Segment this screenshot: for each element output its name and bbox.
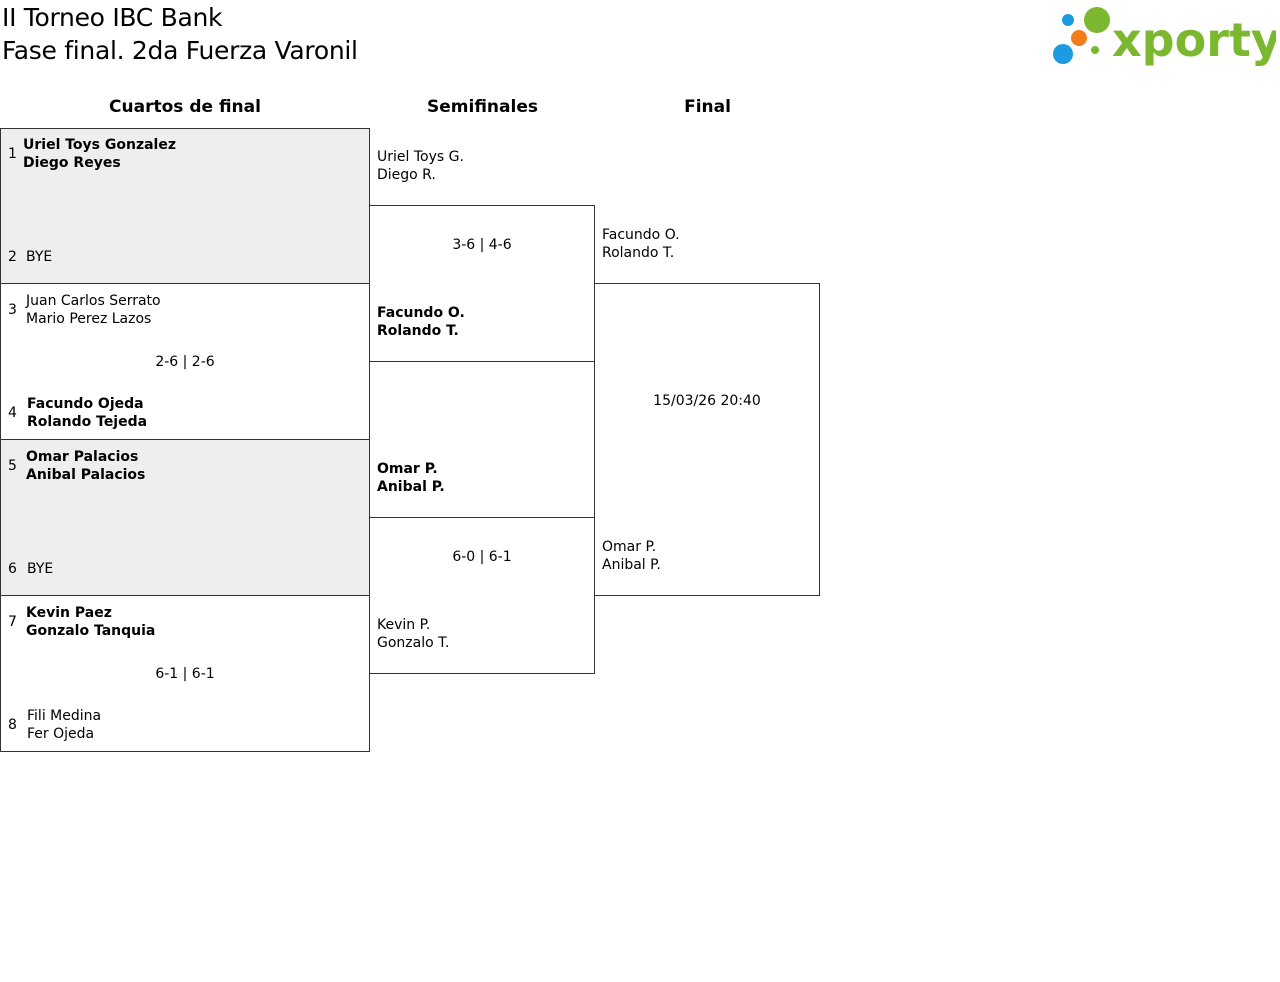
logo-dot-orange [1071, 30, 1087, 46]
tournament-title: II Torneo IBC Bank [2, 3, 223, 32]
player-name: Diego Reyes [23, 155, 121, 171]
seed-number: 6 [8, 561, 17, 577]
team-entry[interactable]: Uriel Toys Gonzalez Diego Reyes [23, 136, 176, 172]
player-name: Fili Medina [27, 708, 102, 724]
seed-number: 7 [8, 614, 17, 630]
player-name: Facundo Ojeda [27, 396, 144, 412]
player-name: Facundo O. [377, 305, 465, 321]
team-entry[interactable]: Kevin P. Gonzalo T. [377, 616, 449, 652]
team-entry[interactable]: BYE [26, 248, 52, 266]
team-entry-winner[interactable]: Facundo O. Rolando T. [377, 304, 465, 340]
player-name: Rolando T. [377, 323, 459, 339]
player-name: Rolando Tejeda [27, 414, 148, 430]
logo-wordmark: xporty [1112, 13, 1276, 67]
quarterfinal-match-3[interactable]: 5 Omar Palacios Anibal Palacios 6 BYE [0, 439, 370, 596]
logo-dot-blue [1053, 44, 1073, 64]
match-score: 2-6 | 2-6 [155, 354, 215, 370]
player-name: Diego R. [377, 167, 436, 183]
team-entry-winner[interactable]: Omar P. Anibal P. [377, 460, 445, 496]
player-name: Gonzalo Tanquia [26, 623, 156, 639]
seed-number: 2 [8, 249, 17, 265]
semifinal-match-2[interactable]: 6-0 | 6-1 Kevin P. Gonzalo T. [369, 517, 595, 674]
player-name: Omar P. [377, 461, 438, 477]
seed-number: 8 [8, 717, 17, 733]
player-name: Anibal P. [377, 479, 445, 495]
final-match[interactable]: 15/03/26 20:40 Omar P. Anibal P. [594, 283, 820, 596]
player-name: Kevin Paez [26, 605, 112, 621]
player-name: Omar Palacios [26, 449, 139, 465]
team-entry[interactable]: Juan Carlos Serrato Mario Perez Lazos [26, 292, 161, 328]
player-name: Facundo O. [602, 227, 680, 243]
player-name: Rolando T. [602, 245, 675, 261]
player-name: BYE [26, 249, 53, 265]
player-name: Uriel Toys Gonzalez [23, 137, 176, 153]
team-entry[interactable]: BYE [27, 560, 53, 578]
quarterfinal-match-4[interactable]: 7 Kevin Paez Gonzalo Tanquia 6-1 | 6-1 8… [0, 595, 370, 752]
player-name: Juan Carlos Serrato [26, 293, 161, 309]
player-name: Anibal P. [602, 557, 661, 573]
team-entry-winner[interactable]: Kevin Paez Gonzalo Tanquia [26, 604, 155, 640]
team-entry[interactable]: Fili Medina Fer Ojeda [27, 707, 101, 743]
phase-subtitle: Fase final. 2da Fuerza Varonil [2, 36, 358, 65]
seed-number: 4 [8, 405, 17, 421]
team-entry[interactable]: Facundo O. Rolando T. [602, 226, 680, 262]
player-name: Omar P. [602, 539, 657, 555]
player-name: Uriel Toys G. [377, 149, 464, 165]
match-score: 6-1 | 6-1 [155, 666, 215, 682]
team-entry[interactable]: Uriel Toys G. Diego R. [377, 148, 464, 184]
player-name: Kevin P. [377, 617, 431, 633]
team-entry-winner[interactable]: Facundo Ojeda Rolando Tejeda [27, 395, 147, 431]
match-datetime: 15/03/26 20:40 [653, 393, 761, 409]
player-name: Mario Perez Lazos [26, 311, 152, 327]
player-name: BYE [27, 561, 54, 577]
player-name: Fer Ojeda [27, 726, 95, 742]
semifinal-match-1[interactable]: 3-6 | 4-6 Facundo O. Rolando T. [369, 205, 595, 362]
quarterfinal-match-1[interactable]: 1 Uriel Toys Gonzalez Diego Reyes 2 BYE [0, 128, 370, 284]
player-name: Anibal Palacios [26, 467, 146, 483]
round-heading-final: Final [684, 97, 731, 117]
xporty-logo[interactable]: xporty [1050, 4, 1276, 68]
team-entry[interactable]: Omar Palacios Anibal Palacios [26, 448, 145, 484]
seed-number: 1 [8, 146, 17, 162]
match-score: 3-6 | 4-6 [452, 237, 512, 253]
seed-number: 5 [8, 458, 17, 474]
round-heading-semifinals: Semifinales [427, 97, 538, 117]
quarterfinal-match-2[interactable]: 3 Juan Carlos Serrato Mario Perez Lazos … [0, 283, 370, 440]
logo-dot-green [1084, 7, 1110, 33]
player-name: Gonzalo T. [377, 635, 450, 651]
team-entry[interactable]: Omar P. Anibal P. [602, 538, 661, 574]
round-heading-quarterfinals: Cuartos de final [109, 97, 261, 117]
seed-number: 3 [8, 302, 17, 318]
match-score: 6-0 | 6-1 [452, 549, 512, 565]
logo-dot-blue-small [1062, 14, 1074, 26]
logo-dot-green-small [1091, 46, 1099, 54]
